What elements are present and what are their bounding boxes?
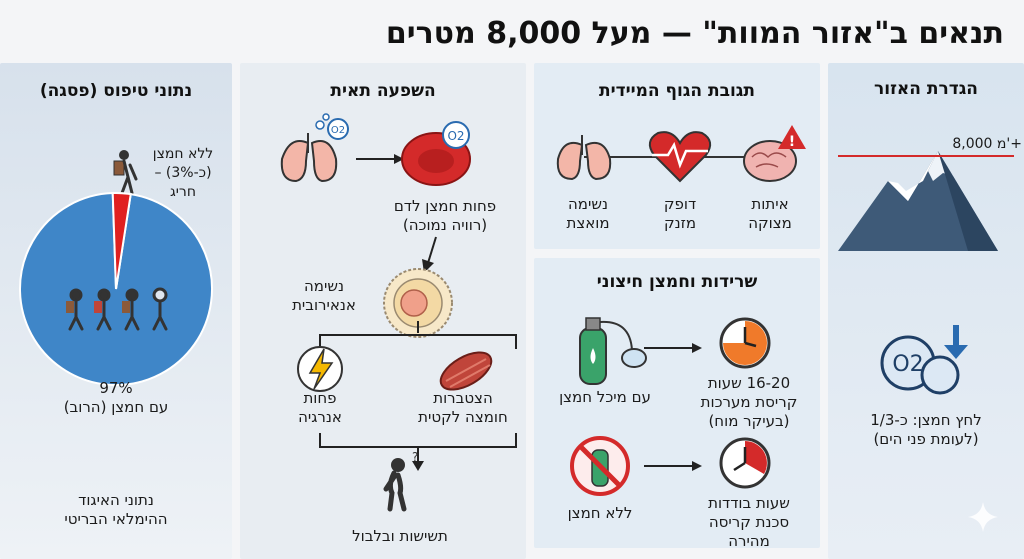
- tired-person-icon: ?: [383, 450, 418, 512]
- lactic-acid-label: הצטברות חומצה לקטית: [418, 389, 508, 426]
- body-response-panel: תגובת הגוף המיידית ! איתות מצוקה דופק מז…: [534, 63, 820, 249]
- source-label: נתוני האיגוד ההימלאי הבריטי: [64, 491, 168, 528]
- without-oxygen-label: ללא חמצן: [567, 504, 633, 522]
- no-oxygen-icon: [570, 436, 630, 496]
- with-oxygen-time: 16-20 שעות קריסת מערכות (בעיקר מוח): [700, 374, 798, 430]
- anaerobic-label: נשימה אנאירובית: [292, 277, 356, 314]
- arrow-icon: [644, 461, 702, 471]
- pressure-label: לחץ חמצן: כ-1/3: [870, 411, 982, 429]
- body-item-breathing: נשימה מואצת: [566, 195, 610, 232]
- clock-icon-long: [719, 317, 771, 369]
- altitude-label: 8,000 מ'+: [952, 136, 1022, 152]
- svg-text:?: ?: [412, 450, 418, 464]
- with-oxygen-share-label: 97% עם חמצן (הרוב): [63, 379, 169, 416]
- cellular-title: השפעה תאית: [330, 81, 436, 101]
- heart-icon: [648, 131, 712, 183]
- survival-title: שרידות וחמצן חיצוני: [596, 272, 758, 292]
- oxygen-tank-icon: [579, 317, 647, 385]
- arrow-icon: [356, 154, 404, 164]
- energy-label: פחות אנרגיה: [298, 389, 342, 426]
- cellular-panel: השפעה תאית O2 O2 פחות חמצן לדם (רוויה נמ…: [240, 63, 526, 559]
- svg-text:O2: O2: [892, 352, 923, 377]
- svg-text:O2: O2: [331, 125, 345, 136]
- lightning-icon: [297, 346, 343, 392]
- without-oxygen-time: שעות בודדות סכנת קריסה מהירה: [708, 494, 790, 548]
- pie-chart: [19, 192, 213, 386]
- no-oxygen-share-label: ללא חמצן (כ-3%) – חריג: [152, 146, 214, 200]
- svg-text:!: !: [789, 134, 795, 150]
- survival-panel: שרידות וחמצן חיצוני עם מיכל חמצן 16-20 ש…: [534, 258, 820, 548]
- merge-lines: [319, 433, 517, 471]
- body-item-distress: איתות מצוקה: [748, 195, 792, 232]
- with-oxygen-label: עם מיכל חמצן: [559, 388, 651, 406]
- pie-slice-1: [111, 192, 132, 290]
- red-blood-cell-icon: O2: [401, 121, 471, 186]
- result-label: תשישות ובלבול: [352, 527, 448, 545]
- body-response-icons: !: [556, 125, 806, 183]
- brain-alert-icon: !: [743, 125, 806, 182]
- climbing-data-title: נתוני טיפוס (פסגה): [39, 81, 193, 101]
- oxygen-molecule-icon: O2: [880, 325, 968, 395]
- mountain-icon: [838, 151, 1014, 251]
- lungs-o2-icon: O2: [280, 113, 349, 183]
- pressure-note: (לעומת פני הים): [873, 430, 979, 448]
- climbers-group-icon: [66, 287, 168, 331]
- body-response-title: תגובת הגוף המיידית: [598, 81, 756, 101]
- muscle-icon: [439, 351, 493, 391]
- sparkle-icon: [968, 502, 998, 532]
- branch-lines: [319, 321, 517, 349]
- page-title: תנאים ב"אזור המוות" — מעל 8,000 מטרים: [385, 16, 1004, 51]
- climber-icon: [113, 150, 138, 195]
- blood-oxygen-label: פחות חמצן לדם (רוויה נמוכה): [393, 197, 497, 234]
- zone-title: הגדרת האזור: [874, 79, 978, 99]
- climbing-data-panel: נתוני טיפוס (פסגה) ללא חמצן (כ-3%) – חרי…: [0, 63, 232, 559]
- clock-icon-short: [719, 437, 771, 489]
- svg-text:O2: O2: [447, 129, 464, 143]
- arrow-icon: [644, 343, 702, 353]
- lungs-icon: [556, 135, 612, 181]
- body-item-pulse: דופק מזנק: [663, 195, 697, 232]
- zone-panel: הגדרת האזור 8,000 מ'+ O2 לחץ חמצן: כ-1/3…: [828, 63, 1024, 559]
